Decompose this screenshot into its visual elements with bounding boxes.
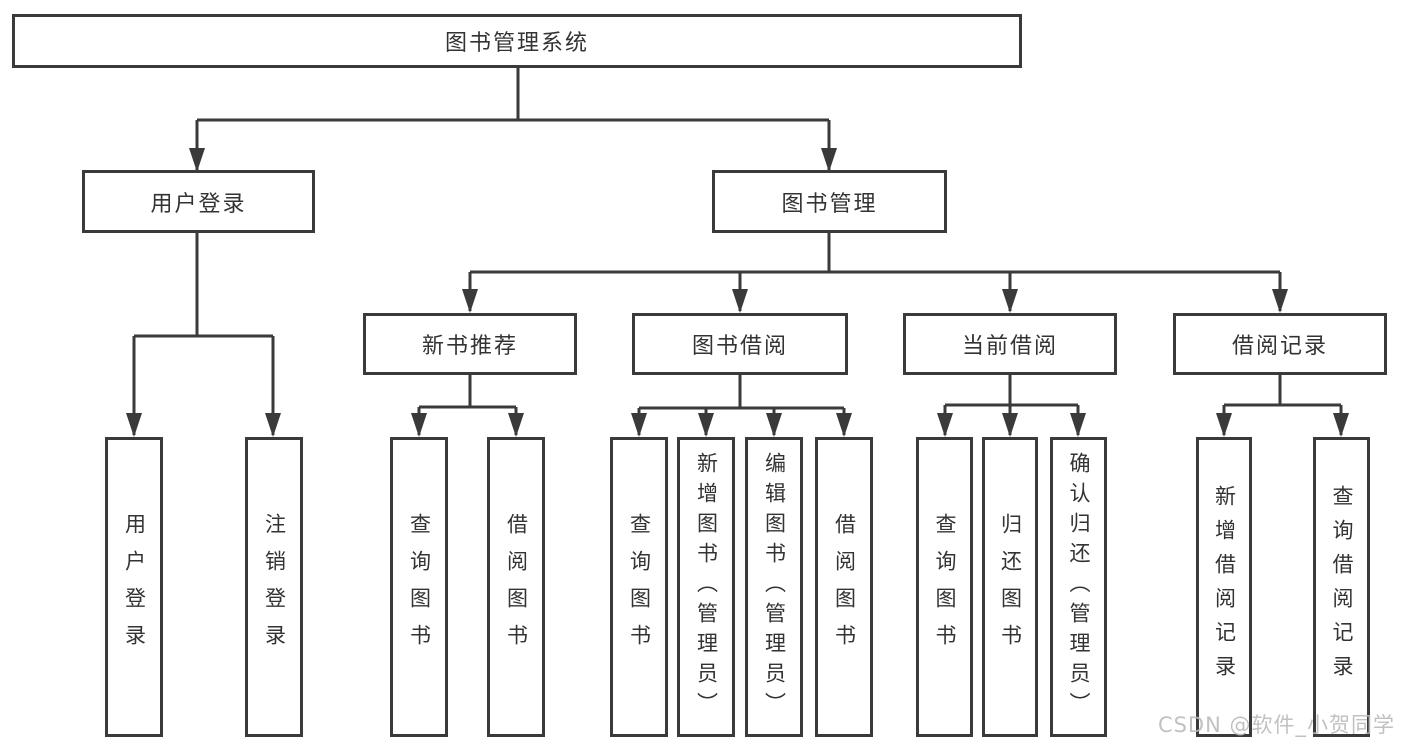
node-label: 新书推荐: [421, 334, 518, 359]
csdn-watermark: CSDN @软件_小贺同学: [1157, 713, 1395, 737]
node-book-borrow: 图书借阅: [632, 313, 848, 375]
node-label: 图书管理: [781, 191, 878, 217]
node-label: 查询图书: [933, 513, 957, 661]
leaf-add-borrow-record: 新增借阅记录: [1196, 437, 1252, 737]
leaf-confirm-return-admin: 确认归还（管理员）: [1050, 437, 1107, 737]
node-label: 新增图书（管理员）: [694, 452, 719, 722]
node-label: 当前借阅: [961, 334, 1058, 359]
node-label: 用户登录: [122, 513, 147, 661]
leaf-query-borrow-record: 查询借阅记录: [1313, 437, 1370, 737]
node-label: 确认归还（管理员）: [1067, 452, 1091, 722]
leaf-edit-books-admin: 编辑图书（管理员）: [745, 437, 803, 737]
node-library-management-system: 图书管理系统: [12, 14, 1022, 68]
node-label: 借阅记录: [1231, 334, 1328, 359]
leaf-query-books-recommend: 查询图书: [390, 437, 448, 737]
leaf-borrow-books-recommend: 借阅图书: [487, 437, 545, 737]
arrowheads: [126, 148, 1349, 437]
leaf-borrow-books: 借阅图书: [815, 437, 873, 737]
node-current-borrow: 当前借阅: [903, 313, 1117, 375]
node-new-book-recommend: 新书推荐: [363, 313, 577, 375]
node-label: 借阅图书: [832, 513, 857, 661]
node-label: 图书借阅: [691, 334, 788, 359]
node-label: 查询借阅记录: [1330, 485, 1354, 689]
node-label: 图书管理系统: [444, 31, 589, 56]
node-user-login: 用户登录: [82, 170, 315, 233]
node-label: 归还图书: [998, 513, 1023, 661]
leaf-query-books-borrow: 查询图书: [610, 437, 668, 737]
node-label: 注销登录: [262, 513, 287, 661]
node-label: 编辑图书（管理员）: [762, 452, 787, 722]
node-label: 用户登录: [150, 191, 247, 217]
node-book-management: 图书管理: [712, 170, 947, 233]
node-borrow-records: 借阅记录: [1173, 313, 1387, 375]
leaf-return-books: 归还图书: [982, 437, 1038, 737]
leaf-logout: 注销登录: [245, 437, 303, 737]
leaf-query-books-current: 查询图书: [916, 437, 973, 737]
node-label: 查询图书: [407, 513, 432, 661]
node-label: 查询图书: [627, 513, 652, 661]
node-label: 借阅图书: [504, 513, 529, 661]
node-label: 新增借阅记录: [1212, 485, 1237, 689]
leaf-add-books-admin: 新增图书（管理员）: [677, 437, 735, 737]
leaf-user-login: 用户登录: [105, 437, 163, 737]
